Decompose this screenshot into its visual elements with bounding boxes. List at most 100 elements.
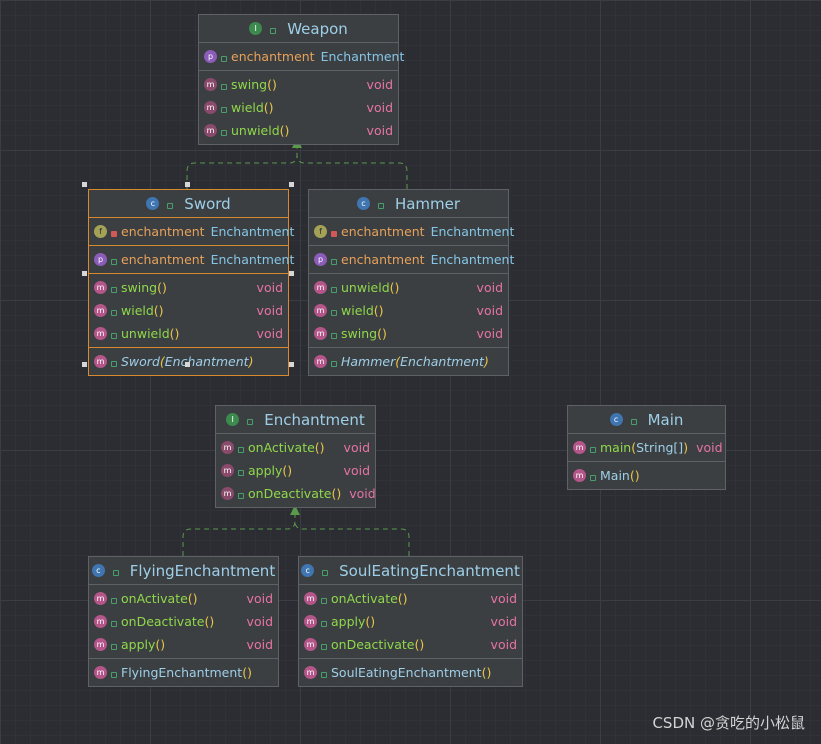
method-row[interactable]: m main(String[]) void	[568, 436, 725, 459]
method-row[interactable]: m onActivate() void	[216, 436, 375, 459]
selection-handle[interactable]	[289, 182, 294, 187]
return-type: void	[476, 326, 503, 341]
field-row[interactable]: p enchantment Enchantment	[89, 248, 294, 271]
interface-icon: I	[249, 22, 263, 35]
class-hammer[interactable]: c Hammer f enchantment Enchantment p enc…	[308, 189, 514, 376]
public-lock-icon	[221, 55, 227, 62]
public-lock-icon	[111, 620, 117, 627]
parens: ()	[373, 303, 384, 318]
class-icon: c	[356, 197, 370, 210]
abstract-method-icon: m	[221, 487, 234, 500]
selection-handle[interactable]	[82, 182, 87, 187]
constructors-section: m SoulEatingEnchantment()	[299, 659, 522, 686]
constructor-row[interactable]: m Main()	[568, 464, 725, 487]
static-method-icon: m	[573, 441, 586, 454]
parens: ()	[157, 280, 167, 295]
method-row[interactable]: m swing() void	[309, 322, 508, 345]
methods-section: m main(String[]) void	[568, 434, 725, 462]
parens: ()	[279, 123, 290, 138]
method-row[interactable]: m apply() void	[299, 610, 522, 633]
selection-handle[interactable]	[289, 362, 294, 367]
open-paren: (	[631, 440, 637, 455]
method-row[interactable]: m apply() void	[89, 633, 278, 656]
public-lock-icon	[630, 418, 637, 425]
selection-handle[interactable]	[82, 271, 87, 276]
method-row[interactable]: m unwield() void	[89, 322, 288, 345]
method-name: onDeactivate	[248, 486, 332, 501]
method-row[interactable]: m wield() void	[309, 299, 508, 322]
field-icon: f	[314, 225, 327, 238]
method-name: onActivate	[331, 591, 398, 606]
class-soul-eating-enchantment[interactable]: c SoulEatingEnchantment m onActivate() v…	[298, 556, 523, 687]
class-enchantment[interactable]: I Enchantment m onActivate() void m appl…	[215, 405, 376, 508]
method-icon: m	[94, 592, 107, 605]
method-icon: m	[314, 304, 327, 317]
field-icon: f	[94, 225, 107, 238]
constructor-row[interactable]: m SoulEatingEnchantment()	[299, 661, 522, 684]
edge-hammer-weapon	[296, 154, 408, 189]
parens: ()	[263, 100, 274, 115]
method-row[interactable]: m swing() void	[199, 73, 398, 96]
method-name: swing	[231, 77, 268, 92]
method-row[interactable]: m onActivate() void	[89, 587, 278, 610]
properties-section: p enchantment Enchantment	[89, 246, 294, 274]
selection-handle[interactable]	[185, 362, 190, 367]
class-sword[interactable]: c Sword f enchantment Enchantment p ench…	[88, 189, 294, 376]
class-header: c Sword	[89, 190, 288, 218]
method-row[interactable]: m onDeactivate() void	[299, 633, 522, 656]
field-row[interactable]: p enchantment Enchantment	[309, 248, 514, 271]
watermark: CSDN @贪吃的小松鼠	[652, 714, 805, 732]
method-row[interactable]: m apply() void	[216, 459, 375, 482]
method-row[interactable]: m onDeactivate() void	[216, 482, 376, 505]
class-icon: c	[91, 564, 105, 577]
parens: ()	[414, 637, 425, 652]
field-type: Enchantment	[210, 224, 295, 239]
edge-sword-weapon	[186, 146, 298, 189]
public-lock-icon	[238, 492, 244, 499]
method-icon: m	[94, 304, 107, 317]
method-icon: m	[314, 327, 327, 340]
properties-section: p enchantment Enchantment	[309, 246, 514, 274]
public-lock-icon	[167, 202, 174, 209]
method-name: wield	[341, 303, 374, 318]
field-type: Enchantment	[430, 252, 515, 267]
public-lock-icon	[111, 643, 117, 650]
method-name: onActivate	[248, 440, 315, 455]
method-row[interactable]: m wield() void	[199, 96, 398, 119]
method-row[interactable]: m onDeactivate() void	[89, 610, 278, 633]
constructor-row[interactable]: m FlyingEnchantment()	[89, 661, 278, 684]
method-name: wield	[121, 303, 154, 318]
field-row[interactable]: f enchantment Enchantment	[89, 220, 294, 243]
method-row[interactable]: m wield() void	[89, 299, 288, 322]
method-name: apply	[121, 637, 156, 652]
abstract-method-icon: m	[221, 464, 234, 477]
field-row[interactable]: f enchantment Enchantment	[309, 220, 514, 243]
class-flying-enchantment[interactable]: c FlyingEnchantment m onActivate() void …	[88, 556, 279, 687]
class-header: c SoulEatingEnchantment	[299, 557, 522, 585]
class-weapon[interactable]: I Weapon p enchantment Enchantment m swi…	[198, 14, 404, 145]
public-lock-icon	[221, 129, 227, 136]
selection-handle[interactable]	[185, 182, 190, 187]
class-main[interactable]: c Main m main(String[]) void m Main()	[567, 405, 726, 490]
public-lock-icon	[331, 286, 337, 293]
selection-handle[interactable]	[82, 362, 87, 367]
method-row[interactable]: m swing() void	[89, 276, 288, 299]
close-paren: )	[483, 354, 489, 369]
parens: ()	[397, 591, 408, 606]
parens: ()	[155, 637, 166, 652]
method-row[interactable]: m onActivate() void	[299, 587, 522, 610]
method-row[interactable]: m unwield() void	[309, 276, 508, 299]
public-lock-icon	[331, 258, 337, 265]
methods-section: m swing() void m wield() void m unwield(…	[89, 274, 288, 348]
method-icon: m	[573, 469, 586, 482]
method-row[interactable]: m unwield() void	[199, 119, 398, 142]
return-type: void	[256, 326, 283, 341]
public-lock-icon	[321, 597, 327, 604]
constructor-name: Main	[600, 468, 630, 483]
selection-handle[interactable]	[289, 271, 294, 276]
constructor-name: Hammer	[341, 354, 396, 369]
constructor-row[interactable]: m Hammer(Enchantment)	[309, 350, 508, 373]
private-lock-icon	[331, 230, 337, 237]
fields-section: f enchantment Enchantment	[89, 218, 294, 246]
field-row[interactable]: p enchantment Enchantment	[199, 45, 404, 68]
